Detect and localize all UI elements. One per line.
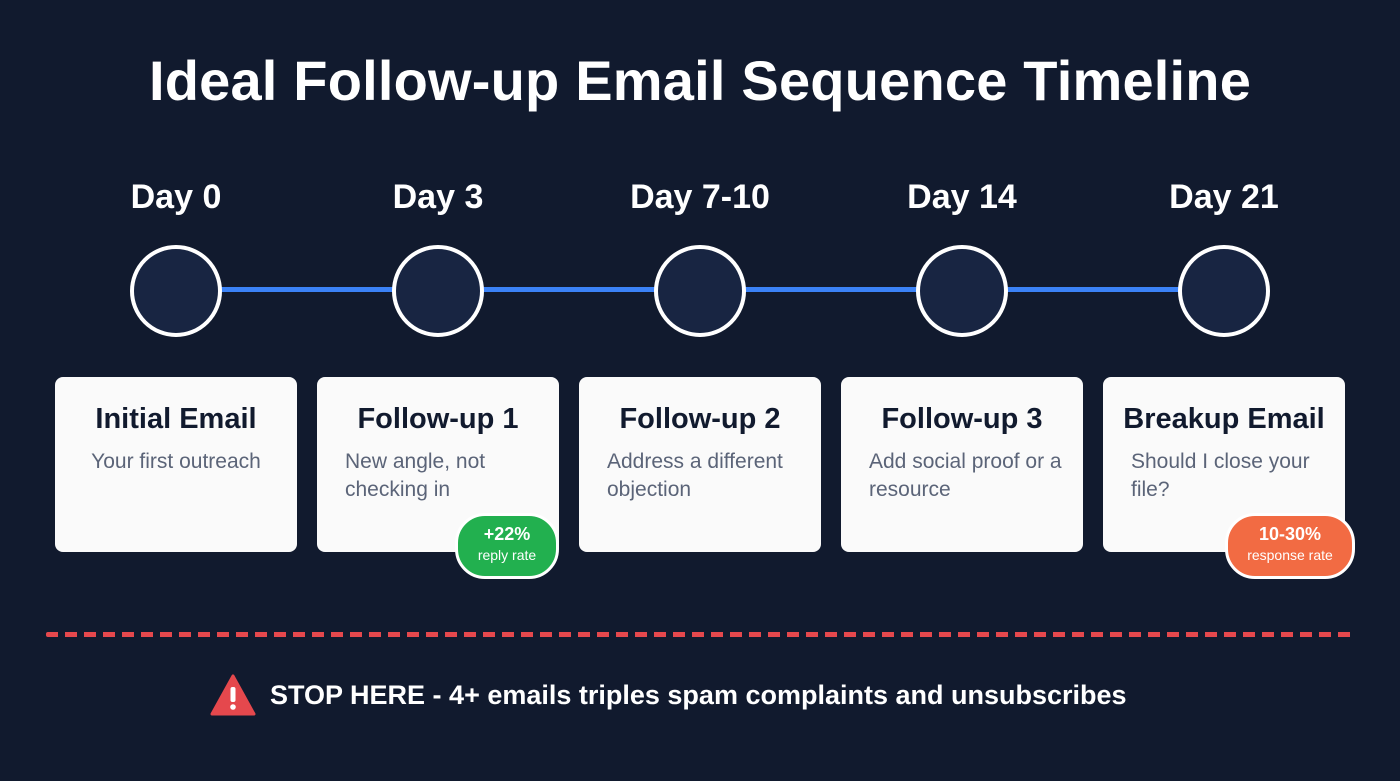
- card-title: Initial Email: [95, 403, 257, 435]
- step-card-initial-email: Initial Email Your first outreach: [55, 377, 297, 552]
- badge-label: response rate: [1247, 547, 1333, 563]
- timeline-node-2: [654, 245, 746, 337]
- badge-value: +22%: [483, 524, 531, 544]
- card-description: Add social proof or a resource: [869, 450, 1062, 501]
- warning-text: STOP HERE - 4+ emails triples spam compl…: [270, 679, 1127, 710]
- step-card-follow-up-3: Follow-up 3 Add social proof or a resour…: [841, 377, 1083, 552]
- card-title: Follow-up 1: [357, 403, 519, 435]
- card-description: New angle, not checking in: [345, 450, 486, 501]
- timeline-node-3: [916, 245, 1008, 337]
- timeline-node-4: [1178, 245, 1270, 337]
- warning-triangle-icon: [210, 674, 256, 716]
- stop-divider-dashed-line: [46, 632, 1356, 637]
- day-label-14: Day 14: [907, 178, 1017, 216]
- badge-value: 10-30%: [1258, 524, 1322, 544]
- card-title: Breakup Email: [1123, 403, 1325, 435]
- step-card-follow-up-2: Follow-up 2 Address a different objectio…: [579, 377, 821, 552]
- card-description: Should I close your file?: [1131, 450, 1310, 501]
- card-description: Your first outreach: [91, 450, 261, 473]
- day-label-21: Day 21: [1169, 178, 1279, 216]
- day-label-0: Day 0: [130, 178, 222, 216]
- card-title: Follow-up 3: [881, 403, 1043, 435]
- reply-rate-badge: +22% reply rate: [455, 513, 559, 579]
- timeline-node-1: [392, 245, 484, 337]
- badge-label: reply rate: [477, 547, 537, 563]
- response-rate-badge: 10-30% response rate: [1225, 513, 1355, 579]
- timeline-node-0: [130, 245, 222, 337]
- card-title: Follow-up 2: [619, 403, 781, 435]
- day-label-7-10: Day 7-10: [630, 178, 770, 216]
- day-label-3: Day 3: [392, 178, 484, 216]
- card-description: Address a different objection: [607, 450, 783, 501]
- stop-warning: STOP HERE - 4+ emails triples spam compl…: [210, 670, 1127, 720]
- page-title: Ideal Follow-up Email Sequence Timeline: [148, 49, 1252, 112]
